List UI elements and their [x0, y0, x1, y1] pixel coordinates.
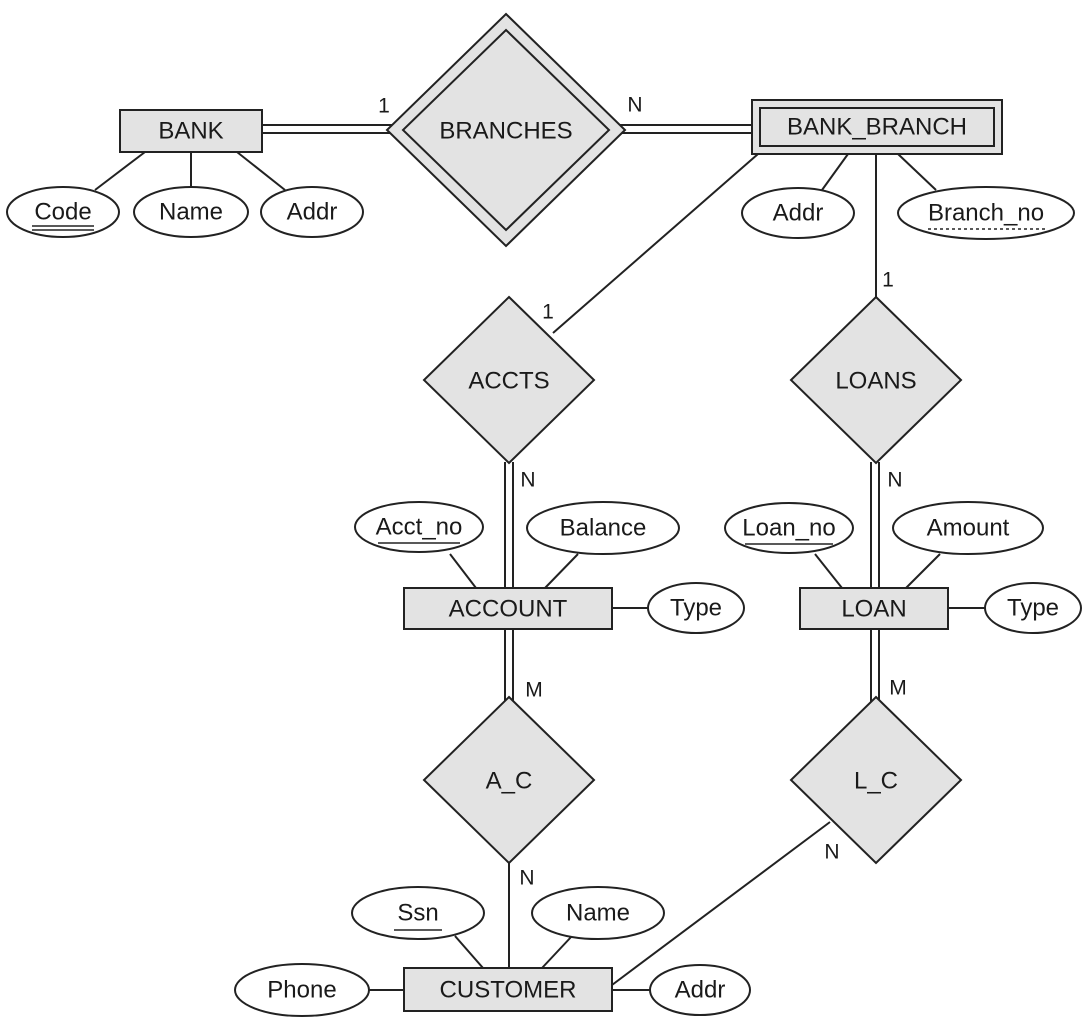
- connector-ssn: [454, 935, 484, 969]
- connector-bank-code: [94, 151, 146, 191]
- entity-account-label: ACCOUNT: [449, 596, 568, 623]
- connector-amount: [905, 553, 941, 589]
- entity-bank-branch: BANK_BRANCH: [751, 99, 1003, 155]
- attribute-account-type: Type: [647, 582, 745, 634]
- attribute-phone: Phone: [234, 963, 370, 1017]
- attribute-ssn: Ssn: [351, 886, 485, 940]
- cardinality-bank-branches: 1: [378, 95, 390, 118]
- relationship-a-c-label: A_C: [486, 768, 533, 795]
- connector-acct-no: [449, 553, 477, 589]
- connector-loan-no: [814, 553, 843, 589]
- cardinality-loans-loan: N: [887, 469, 902, 492]
- attribute-balance-label: Balance: [560, 515, 647, 542]
- attribute-bank-addr: Addr: [260, 186, 364, 238]
- attribute-bank-code-label: Code: [34, 199, 91, 226]
- entity-loan-label: LOAN: [841, 596, 906, 623]
- attribute-bank-name-label: Name: [159, 199, 223, 226]
- entity-loan: LOAN: [799, 587, 949, 630]
- attribute-branch-addr-label: Addr: [773, 200, 824, 227]
- connector-loans-loan: [870, 462, 880, 588]
- attribute-bank-addr-label: Addr: [287, 199, 338, 226]
- attribute-loan-no: Loan_no: [724, 502, 854, 554]
- attribute-branch-no-label: Branch_no: [928, 200, 1044, 227]
- attribute-acct-no: Acct_no: [354, 501, 484, 553]
- entity-bank-label: BANK: [158, 118, 223, 145]
- relationship-branches: BRANCHES: [385, 12, 627, 248]
- attribute-amount: Amount: [892, 501, 1044, 555]
- attribute-loan-type-label: Type: [1007, 595, 1059, 622]
- entity-account: ACCOUNT: [403, 587, 613, 630]
- attribute-account-type-label: Type: [670, 595, 722, 622]
- relationship-accts-label: ACCTS: [468, 368, 549, 395]
- cardinality-accts-account: N: [520, 469, 535, 492]
- entity-bank: BANK: [119, 109, 263, 153]
- connector-l-c-customer: [611, 821, 831, 986]
- attribute-bank-code: Code: [6, 186, 120, 238]
- connector-branch-addr: [821, 153, 849, 191]
- connector-bank-branch-accts: [552, 153, 759, 334]
- attribute-bank-name: Name: [133, 186, 249, 238]
- relationship-a-c: A_C: [422, 695, 596, 865]
- attribute-branch-addr: Addr: [741, 187, 855, 239]
- connector-account-a-c: [504, 629, 514, 702]
- connector-branch-no: [897, 153, 937, 191]
- relationship-branches-label: BRANCHES: [439, 118, 572, 145]
- connector-loan-l-c: [870, 629, 880, 702]
- connector-branches-bank-branch: [620, 124, 752, 134]
- attribute-branch-no: Branch_no: [897, 186, 1075, 240]
- cardinality-loans-bank-branch: 1: [882, 269, 894, 292]
- cardinality-loan-l-c: M: [889, 677, 907, 700]
- attribute-customer-addr-label: Addr: [675, 977, 726, 1004]
- connector-bank-addr: [236, 151, 286, 191]
- relationship-loans: LOANS: [789, 295, 963, 465]
- connector-balance: [544, 553, 579, 589]
- attribute-customer-addr: Addr: [649, 964, 751, 1016]
- attribute-loan-type: Type: [984, 582, 1082, 634]
- attribute-customer-name-label: Name: [566, 900, 630, 927]
- cardinality-accts-bank-branch: 1: [542, 301, 554, 324]
- attribute-loan-no-label: Loan_no: [742, 515, 835, 542]
- attribute-phone-label: Phone: [267, 977, 336, 1004]
- cardinality-l-c-customer: N: [824, 841, 839, 864]
- attribute-customer-name: Name: [531, 886, 665, 940]
- connector-bank-branches: [262, 124, 392, 134]
- cardinality-a-c-customer: N: [519, 867, 534, 890]
- attribute-ssn-label: Ssn: [397, 900, 438, 927]
- attribute-balance: Balance: [526, 501, 680, 555]
- cardinality-account-a-c: M: [525, 679, 543, 702]
- entity-customer: CUSTOMER: [403, 967, 613, 1012]
- relationship-loans-label: LOANS: [835, 368, 916, 395]
- attribute-acct-no-label: Acct_no: [376, 514, 463, 541]
- connector-accts-account: [504, 462, 514, 588]
- connector-customer-name: [541, 935, 573, 969]
- relationship-l-c-label: L_C: [854, 768, 898, 795]
- relationship-accts: ACCTS: [422, 295, 596, 465]
- cardinality-branches-bank-branch: N: [627, 94, 642, 117]
- entity-bank-branch-label: BANK_BRANCH: [787, 114, 967, 141]
- relationship-l-c: L_C: [789, 695, 963, 865]
- entity-customer-label: CUSTOMER: [440, 977, 577, 1004]
- attribute-amount-label: Amount: [927, 515, 1010, 542]
